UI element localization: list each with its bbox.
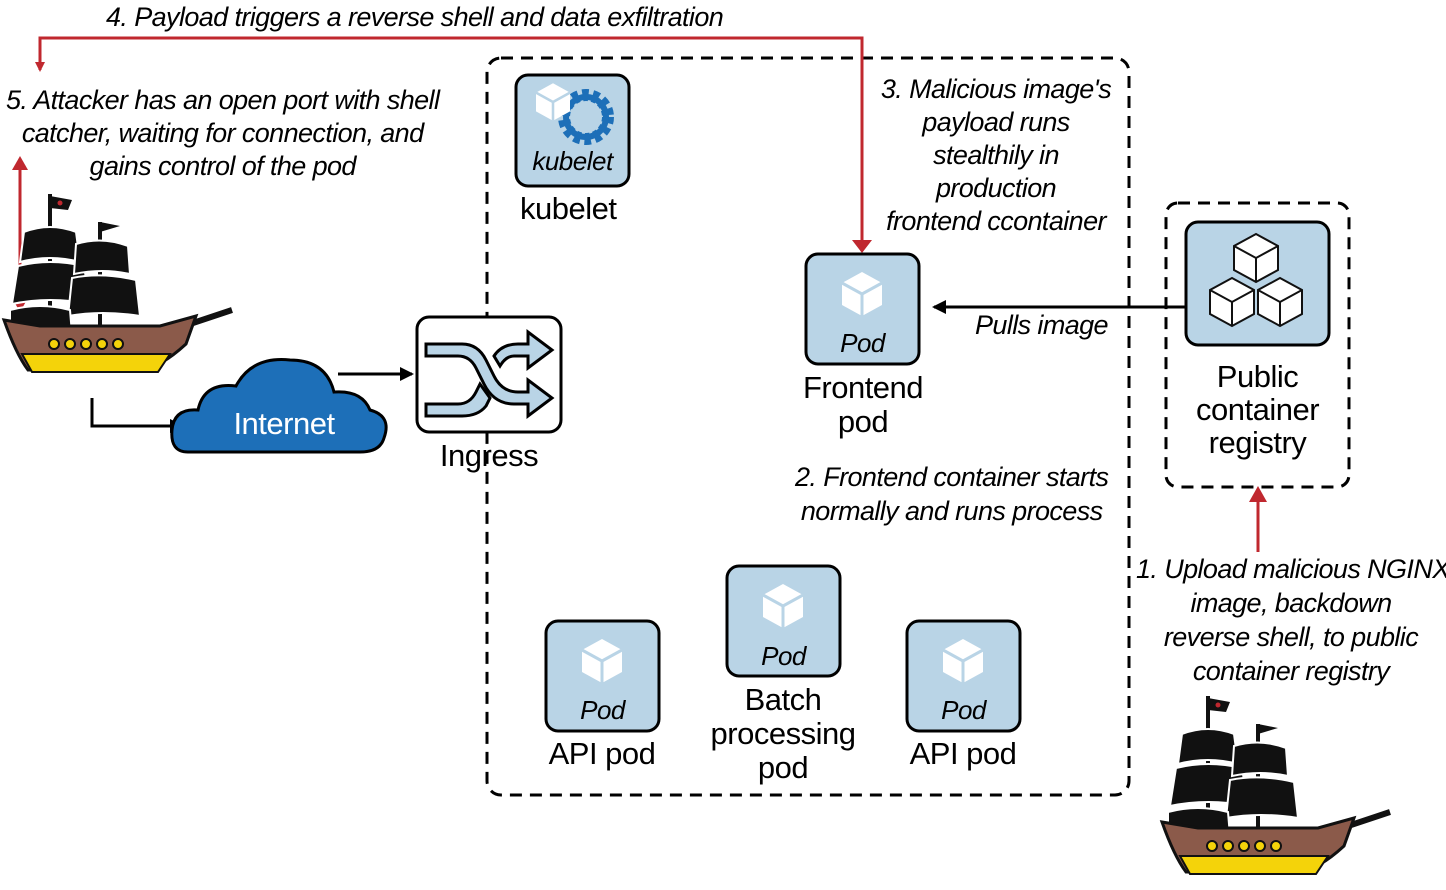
step3-arrowhead xyxy=(852,240,872,253)
ingress-arrows-icon xyxy=(424,329,555,419)
registry-cubes-icon xyxy=(1209,232,1303,328)
step4-arrow xyxy=(35,36,864,245)
internet-label: Internet xyxy=(233,406,335,441)
frontend-pod-caption: Frontend pod xyxy=(802,370,924,439)
uploader-ship-icon xyxy=(1162,696,1390,874)
kubelet-caption: kubelet xyxy=(520,191,617,226)
frontend-pod-icon-text: Pod xyxy=(840,328,885,358)
api-pod-right-icon-text: Pod xyxy=(941,695,986,725)
attacker-ship-icon xyxy=(4,194,232,372)
step4-label: 4. Payload triggers a reverse shell and … xyxy=(106,2,724,32)
kubelet-icon-text: kubelet xyxy=(532,146,613,176)
ingress-caption: Ingress xyxy=(439,438,539,473)
step2-label: 2. Frontend container starts normally an… xyxy=(795,462,1109,526)
batch-pod-icon-text: Pod xyxy=(761,641,806,671)
api-pod-left-caption: API pod xyxy=(548,736,656,771)
attacker-to-internet-line xyxy=(90,398,184,433)
pulls-image-label: Pulls image xyxy=(975,310,1109,340)
registry-boundary xyxy=(1164,201,1351,489)
api-pod-right-caption: API pod xyxy=(909,736,1017,771)
registry-caption: Public container registry xyxy=(1195,359,1320,460)
step5-label: 5. Attacker has an open port with shell … xyxy=(6,85,440,181)
step3-label: 3. Malicious image's payload runs stealt… xyxy=(880,74,1112,236)
cluster-boundary xyxy=(485,56,1131,797)
internet-cloud xyxy=(170,358,388,454)
batch-pod-caption: Batch processing pod xyxy=(710,682,856,785)
api-pod-left-icon-text: Pod xyxy=(580,695,625,725)
step1-label: 1. Upload malicious NGINX image, backdow… xyxy=(1136,554,1446,686)
gear-icon xyxy=(558,89,614,145)
